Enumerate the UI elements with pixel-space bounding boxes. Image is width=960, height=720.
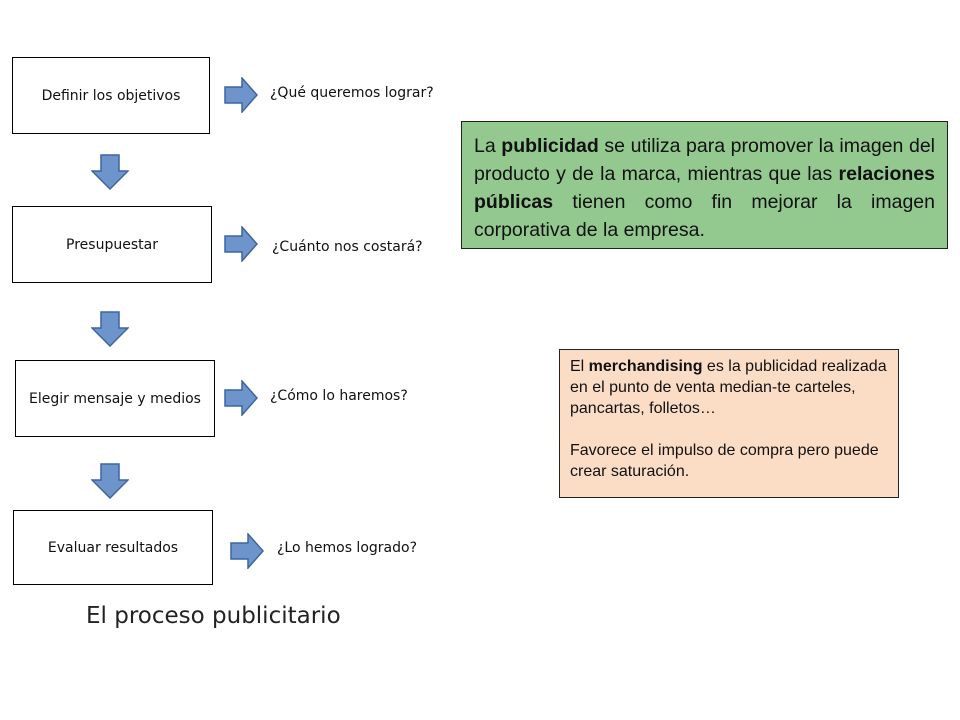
step-question: ¿Lo hemos logrado?: [277, 540, 417, 556]
step-box-elegir-mensaje: Elegir mensaje y medios: [15, 360, 215, 437]
step-label: Definir los objetivos: [41, 87, 181, 104]
merchandising-note-paragraph-1: El merchandising es la publicidad realiz…: [570, 358, 887, 417]
step-box-presupuestar: Presupuestar: [12, 206, 212, 283]
right-arrow-icon: [224, 77, 258, 113]
merchandising-note: El merchandising es la publicidad realiz…: [559, 349, 899, 498]
right-arrow-icon: [224, 226, 258, 262]
down-arrow-icon: [91, 154, 129, 190]
step-label: Elegir mensaje y medios: [29, 390, 201, 407]
publicidad-note: La publicidad se utiliza para promover l…: [461, 121, 948, 249]
step-question: ¿Cuánto nos costará?: [272, 239, 423, 255]
step-question: ¿Cómo lo haremos?: [270, 388, 408, 404]
step-box-definir-objetivos: Definir los objetivos: [12, 57, 210, 134]
step-label: Evaluar resultados: [47, 539, 179, 556]
down-arrow-icon: [91, 311, 129, 347]
right-arrow-icon: [224, 380, 258, 416]
step-label: Presupuestar: [66, 236, 158, 253]
right-arrow-icon: [230, 533, 264, 569]
step-question: ¿Qué queremos lograr?: [270, 85, 434, 101]
down-arrow-icon: [91, 463, 129, 499]
merchandising-note-paragraph-2: Favorece el impulso de compra pero puede…: [570, 442, 879, 480]
diagram-caption: El proceso publicitario: [86, 603, 341, 629]
publicidad-note-text: La publicidad se utiliza para promover l…: [474, 135, 936, 241]
step-box-evaluar-resultados: Evaluar resultados: [13, 510, 213, 585]
